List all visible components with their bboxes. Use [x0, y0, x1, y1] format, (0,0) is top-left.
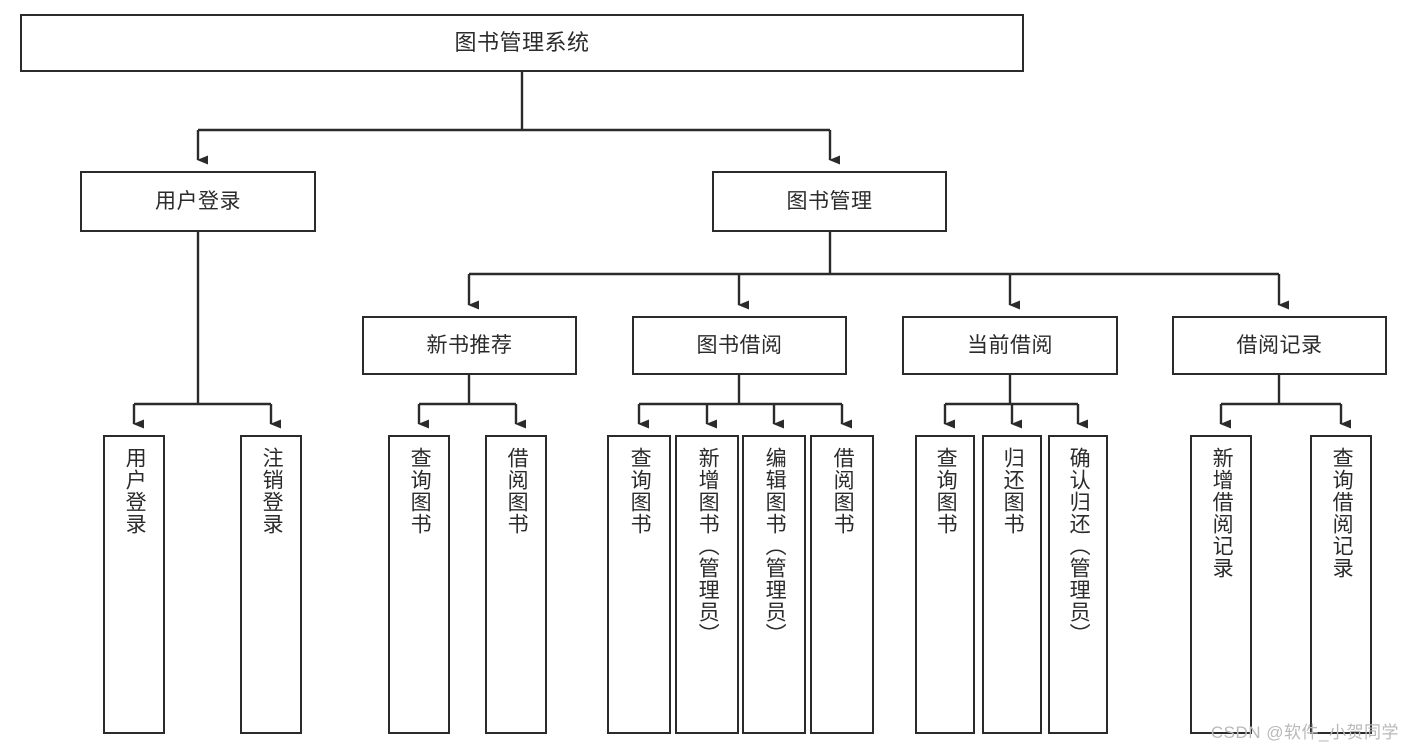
node-leaf-borrow-book[interactable]: 借阅图书	[810, 435, 874, 734]
node-label: 借阅图书	[505, 447, 529, 535]
node-label: 新增借阅记录	[1210, 447, 1234, 579]
node-label: 图书管理	[786, 189, 873, 213]
node-label: 编辑图书（管理员）	[763, 447, 787, 645]
node-label: 新增图书（管理员）	[696, 447, 720, 645]
node-label: 查询图书	[628, 447, 652, 535]
node-label: 借阅记录	[1236, 333, 1323, 357]
node-label: 图书借阅	[696, 333, 783, 357]
node-new-book-recommendation[interactable]: 新书推荐	[362, 316, 577, 375]
node-leaf-query-book-recommend[interactable]: 查询图书	[388, 435, 450, 734]
node-user-login[interactable]: 用户登录	[80, 171, 316, 232]
node-label: 归还图书	[1001, 447, 1025, 535]
node-leaf-query-borrow-record[interactable]: 查询借阅记录	[1310, 435, 1372, 734]
node-label: 用户登录	[155, 189, 241, 213]
node-book-borrow[interactable]: 图书借阅	[632, 316, 847, 375]
node-label: 新书推荐	[426, 333, 513, 357]
node-leaf-add-borrow-record[interactable]: 新增借阅记录	[1190, 435, 1252, 734]
node-book-management[interactable]: 图书管理	[712, 171, 947, 232]
node-label: 查询图书	[934, 447, 958, 535]
node-root-system[interactable]: 图书管理系统	[20, 14, 1024, 72]
node-leaf-borrow-book-recommend[interactable]: 借阅图书	[485, 435, 547, 734]
node-label: 注销登录	[260, 447, 284, 535]
node-current-borrow[interactable]: 当前借阅	[902, 316, 1118, 375]
node-leaf-return-book[interactable]: 归还图书	[982, 435, 1042, 734]
node-leaf-confirm-return-admin[interactable]: 确认归还（管理员）	[1048, 435, 1108, 734]
node-leaf-edit-book-admin[interactable]: 编辑图书（管理员）	[742, 435, 806, 734]
node-leaf-query-book-current[interactable]: 查询图书	[915, 435, 975, 734]
node-label: 用户登录	[123, 447, 147, 535]
node-label: 查询图书	[408, 447, 432, 535]
node-borrow-record[interactable]: 借阅记录	[1172, 316, 1387, 375]
node-leaf-user-logout[interactable]: 注销登录	[240, 435, 302, 734]
node-label: 确认归还（管理员）	[1067, 447, 1091, 645]
node-label: 借阅图书	[831, 447, 855, 535]
node-label: 图书管理系统	[454, 29, 590, 55]
node-label: 当前借阅	[967, 333, 1053, 357]
node-leaf-user-login[interactable]: 用户登录	[103, 435, 165, 734]
node-label: 查询借阅记录	[1330, 447, 1354, 579]
node-leaf-add-book-admin[interactable]: 新增图书（管理员）	[675, 435, 739, 734]
node-leaf-query-book-borrow[interactable]: 查询图书	[607, 435, 671, 734]
